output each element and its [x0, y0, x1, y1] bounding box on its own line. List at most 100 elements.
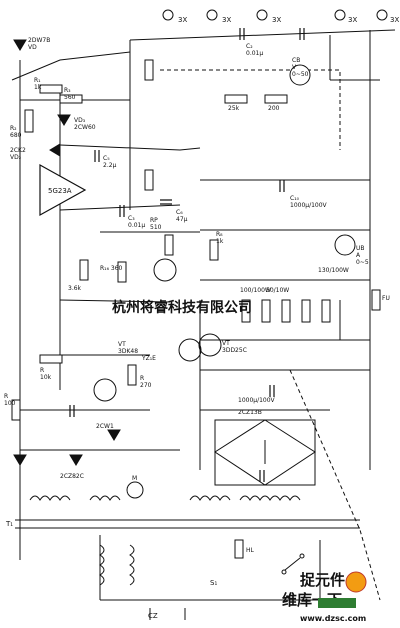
watermark-text: 杭州将睿科技有限公司 — [112, 299, 252, 316]
label-t1: T₁ — [5, 520, 13, 528]
capacitor-c10 — [279, 180, 285, 192]
terminal-label-5: 3X — [390, 16, 399, 24]
resistor-r2 — [24, 109, 34, 133]
fuse-fu — [371, 289, 381, 311]
resistor-r3 — [59, 94, 83, 104]
resistor-25k — [224, 94, 248, 104]
terminal-label-3: 3X — [272, 16, 281, 24]
label-yz: YZ₁E — [141, 355, 156, 362]
diode-2cw1 — [107, 429, 121, 441]
resistor-10k — [39, 354, 63, 364]
motor-m — [126, 481, 144, 499]
label-r-100-100w: 100/100W — [240, 287, 271, 294]
capacitor-c3 — [119, 205, 125, 217]
resistor-load-3 — [281, 299, 291, 323]
label-ic: 5G23A — [48, 187, 72, 195]
label-r-200: 200 — [268, 105, 280, 112]
opamp-ic — [39, 163, 87, 217]
resistor-100 — [11, 399, 21, 421]
label-vd-2cz82c: 2CZ82C — [60, 473, 84, 480]
ammeter-ub — [334, 234, 356, 256]
terminal-1 — [162, 9, 174, 21]
logo-mascot-icon — [345, 571, 367, 593]
terminal-2 — [206, 9, 218, 21]
capacitor-c9 — [259, 470, 265, 482]
label-hl: HL — [246, 547, 255, 554]
label-c-100v: 1000μ/100V — [238, 397, 276, 404]
capacitor-c7 — [69, 405, 75, 417]
lamp-hl — [234, 539, 244, 559]
label-fu: FU — [382, 295, 390, 302]
capacitor-c5 — [94, 150, 100, 162]
terminal-label-2: 3X — [222, 16, 231, 24]
transistor-vt2 — [178, 338, 202, 362]
logo-badge — [318, 598, 356, 608]
diode-vd2 — [49, 143, 61, 157]
transistor-3dd25c — [198, 333, 222, 357]
resistor-load-4 — [301, 299, 311, 323]
capacitor-c6 — [160, 199, 172, 205]
label-r-360-b: 3.6k — [68, 285, 82, 292]
label-r-130: 130/100W — [318, 267, 349, 274]
label-cz: CZ — [148, 612, 158, 620]
terminal-label-1: 3X — [178, 16, 187, 24]
resistor-load-1 — [241, 299, 251, 323]
resistor-r1 — [39, 84, 63, 94]
site-logo: 捉元件 维库一下 www.dzsc.com — [282, 571, 367, 623]
diode-2cz82c — [69, 454, 83, 466]
resistor-top — [144, 59, 154, 81]
resistor-rp — [144, 169, 154, 191]
label-bridge: 2CZ13B — [238, 409, 262, 416]
label-s1: S₁ — [210, 579, 217, 587]
resistor-200 — [264, 94, 288, 104]
logo-lettering-top: 捉元件 — [300, 571, 345, 589]
terminal-label-4: 3X — [348, 16, 357, 24]
zener-diode-top — [13, 39, 27, 51]
capacitor-c1 — [239, 28, 245, 40]
terminal-3 — [256, 9, 268, 21]
voltmeter-cb — [289, 64, 311, 86]
label-r-360: R₁₆ 360 — [100, 265, 123, 272]
label-vd-2cw1: 2CW1 — [96, 423, 114, 430]
resistor-load-5 — [321, 299, 331, 323]
label-r-50-10w: 50/10W — [266, 287, 289, 294]
capacitor-c2 — [299, 28, 305, 40]
logo-url-text: www.dzsc.com — [300, 614, 366, 623]
diode-vd3 — [57, 114, 71, 126]
transistor-vt3 — [93, 378, 117, 402]
label-m: M — [132, 475, 137, 482]
label-r-25k: 25k — [228, 105, 240, 112]
resistor-270 — [127, 364, 137, 386]
transistor-rr — [153, 258, 177, 282]
resistor-1k — [209, 239, 219, 261]
diode-vd1 — [13, 454, 27, 466]
resistor-r8 — [164, 234, 174, 256]
resistor-360 — [117, 261, 127, 283]
switch-s1 — [284, 557, 301, 571]
resistor-3-6k — [79, 259, 89, 281]
terminal-4 — [334, 9, 346, 21]
resistor-load-2 — [261, 299, 271, 323]
